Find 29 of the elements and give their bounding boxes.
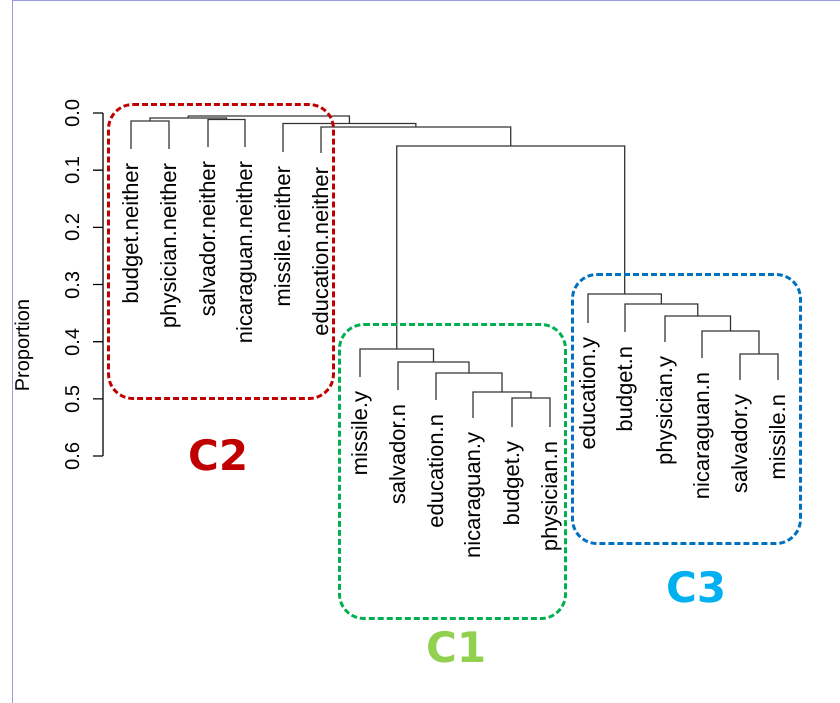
leaf-label: nicaraguan.neither — [233, 161, 257, 344]
leaf-label: missile.y — [348, 391, 372, 476]
leaf-label: salvador.n — [386, 404, 410, 504]
tick-label: 0.4 — [61, 328, 85, 356]
tick-label: 0.5 — [61, 384, 85, 413]
tick-label: 0.2 — [61, 213, 85, 242]
leaf-label: education.neither — [309, 167, 333, 336]
leaf-label: salvador.y — [728, 394, 752, 494]
tick-label: 0.6 — [61, 442, 85, 470]
leaf-label: nicaraguan.n — [690, 372, 714, 500]
tick-label: 0.1 — [61, 156, 85, 184]
leaf-label: nicaraguan.y — [461, 432, 485, 558]
leaf-label: budget.neither — [119, 163, 143, 304]
leaf-label: salvador.neither — [196, 161, 220, 316]
leaf-label: budget.y — [500, 441, 524, 526]
leaf-label: missile.neither — [271, 166, 295, 307]
tick-label: 0.3 — [61, 270, 85, 298]
cluster-label: C2 — [188, 432, 248, 480]
cluster-label: C3 — [666, 564, 726, 612]
leaf-label: education.n — [424, 414, 448, 528]
leaf-label: physician.n — [538, 441, 562, 552]
leaf-label: physician.y — [653, 356, 677, 465]
cluster-label: C1 — [426, 624, 486, 672]
axis-title: Proportion — [11, 298, 35, 392]
leaf-label: education.y — [576, 337, 600, 450]
leaf-label: physician.neither — [157, 163, 181, 328]
leaf-label: budget.n — [613, 346, 637, 432]
leaf-label: missile.n — [766, 394, 790, 480]
tick-label: 0.0 — [61, 99, 85, 127]
